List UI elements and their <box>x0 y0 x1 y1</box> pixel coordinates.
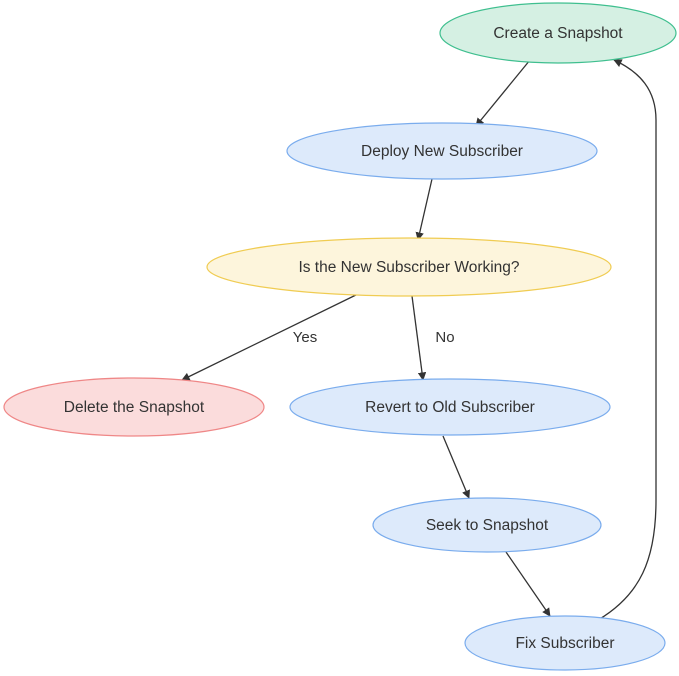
flow-edge <box>505 551 551 617</box>
flow-edge <box>411 295 427 381</box>
node-label-deploy-new-subscriber: Deploy New Subscriber <box>361 143 523 160</box>
flow-node-delete-the-snapshot[interactable]: Delete the Snapshot <box>3 377 265 437</box>
node-shape-delete-the-snapshot[interactable] <box>3 377 265 437</box>
flow-edge <box>181 292 361 381</box>
node-shape-is-new-subscriber-working[interactable] <box>206 237 612 297</box>
node-label-revert-to-old-subscriber: Revert to Old Subscriber <box>365 399 535 416</box>
flow-edge <box>442 435 470 499</box>
node-shape-revert-to-old-subscriber[interactable] <box>289 378 611 436</box>
node-label-seek-to-snapshot: Seek to Snapshot <box>426 517 549 534</box>
flow-node-create-snapshot[interactable]: Create a Snapshot <box>439 2 677 64</box>
node-shape-seek-to-snapshot[interactable] <box>372 497 602 553</box>
edge-label: Yes <box>293 329 317 346</box>
edges-layer <box>181 59 657 621</box>
node-label-is-new-subscriber-working: Is the New Subscriber Working? <box>298 259 519 276</box>
node-label-create-snapshot: Create a Snapshot <box>493 25 623 42</box>
flow-edge <box>415 178 433 241</box>
node-shape-fix-subscriber[interactable] <box>464 615 666 671</box>
flow-node-fix-subscriber[interactable]: Fix Subscriber <box>464 615 666 671</box>
flow-node-revert-to-old-subscriber[interactable]: Revert to Old Subscriber <box>289 378 611 436</box>
flow-edge <box>475 59 531 127</box>
edge-labels-layer: Yes No <box>293 329 455 346</box>
node-shape-create-snapshot[interactable] <box>439 2 677 64</box>
node-label-fix-subscriber: Fix Subscriber <box>515 635 614 652</box>
node-shape-deploy-new-subscriber[interactable] <box>286 122 598 180</box>
flow-node-is-new-subscriber-working[interactable]: Is the New Subscriber Working? <box>206 237 612 297</box>
flow-edge <box>597 59 657 621</box>
node-label-delete-the-snapshot: Delete the Snapshot <box>64 399 205 416</box>
flow-node-deploy-new-subscriber[interactable]: Deploy New Subscriber <box>286 122 598 180</box>
edge-label: No <box>435 329 454 346</box>
flow-node-seek-to-snapshot[interactable]: Seek to Snapshot <box>372 497 602 553</box>
